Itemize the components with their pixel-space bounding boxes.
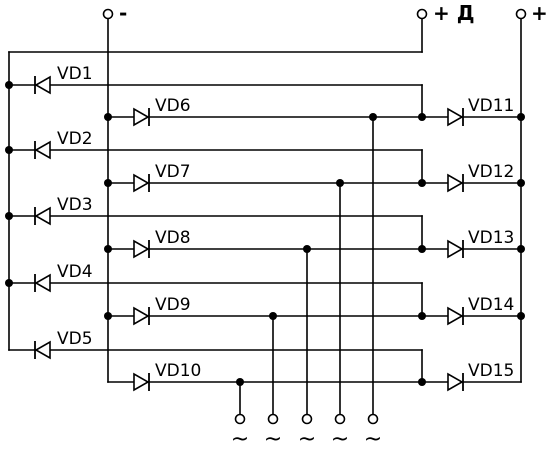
diode-label: VD15 (468, 361, 514, 381)
diode-label: VD6 (155, 96, 191, 116)
diode-vd14: VD14 (447, 295, 514, 326)
terminal-plus-label: + (531, 1, 548, 25)
diode-vd8: VD8 (133, 228, 191, 259)
diode-label: VD3 (57, 195, 93, 215)
diode-vd4: VD4 (34, 262, 93, 293)
diode-label: VD10 (155, 361, 201, 381)
ac-symbol: ~ (331, 427, 349, 450)
diode-label: VD4 (57, 262, 93, 282)
diode-vd13: VD13 (447, 228, 514, 259)
junction-dots (5, 81, 525, 386)
diode-vd11: VD11 (447, 96, 514, 127)
diode-label: VD1 (57, 64, 93, 84)
terminal-plus-d-label: + Д (433, 1, 475, 25)
diode-vd5: VD5 (34, 329, 93, 360)
diode-vd1: VD1 (34, 64, 93, 95)
ac-input-5: ~ (364, 413, 382, 450)
diode-vd15: VD15 (447, 361, 514, 392)
diode-label: VD5 (57, 329, 93, 349)
ac-input-3: ~ (298, 413, 316, 450)
diode-label: VD7 (155, 162, 191, 182)
ac-input-4: ~ (331, 413, 349, 450)
diode-label: VD8 (155, 228, 191, 248)
terminal-plus: + (515, 1, 548, 25)
terminal-minus-label: - (119, 1, 127, 25)
diode-vd3: VD3 (34, 195, 93, 226)
ac-symbol: ~ (364, 427, 382, 450)
diode-vd2: VD2 (34, 129, 93, 160)
diode-vd6: VD6 (133, 96, 191, 127)
diode-vd7: VD7 (133, 162, 191, 193)
ac-input-1: ~ (231, 413, 249, 450)
diode-vd10: VD10 (133, 361, 201, 392)
ac-symbol: ~ (298, 427, 316, 450)
diode-label: VD11 (468, 96, 514, 116)
diode-vd9: VD9 (133, 295, 191, 326)
diode-vd12: VD12 (447, 162, 514, 193)
terminal-minus: - (102, 1, 127, 25)
ac-symbol: ~ (231, 427, 249, 450)
diode-label: VD9 (155, 295, 191, 315)
diode-label: VD13 (468, 228, 514, 248)
ac-input-2: ~ (264, 413, 282, 450)
diode-label: VD2 (57, 129, 93, 149)
ac-symbol: ~ (264, 427, 282, 450)
terminal-plus-d: + Д (416, 1, 475, 25)
diode-label: VD12 (468, 162, 514, 182)
diode-label: VD14 (468, 295, 514, 315)
